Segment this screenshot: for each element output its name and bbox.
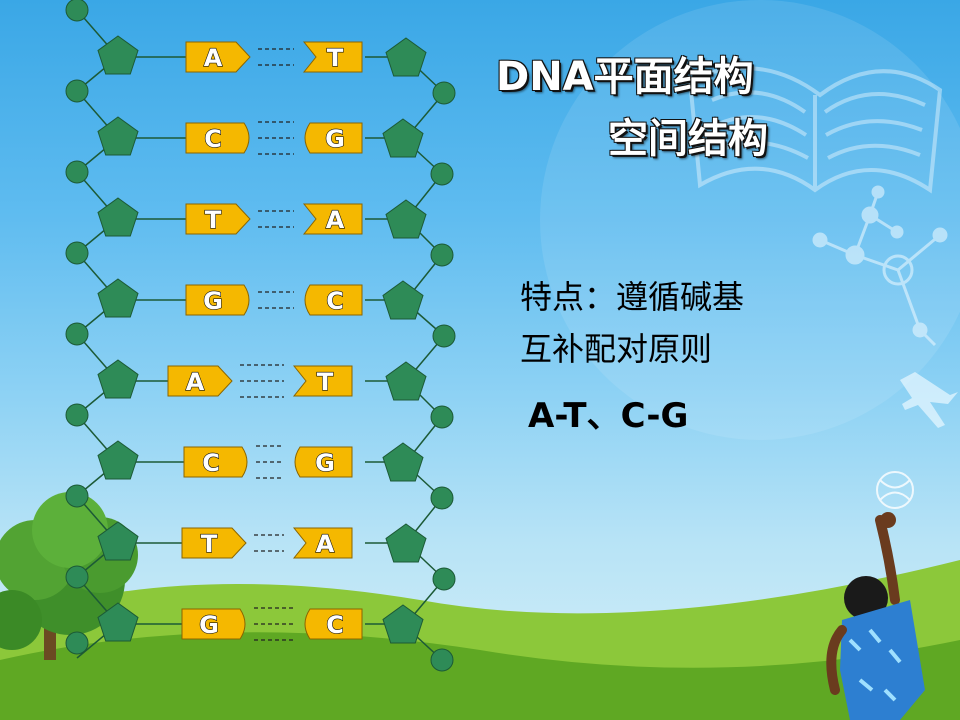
- feature-line-1: 特点：遵循碱基: [520, 278, 745, 316]
- sugar-pentagon: [382, 118, 424, 158]
- base-right: [304, 122, 363, 154]
- sugar-pentagon: [382, 280, 424, 320]
- sugar-pentagon: [97, 521, 139, 561]
- airplane-icon: [900, 372, 958, 428]
- phosphate-circle: [65, 322, 89, 346]
- base-left-label: C: [204, 125, 222, 153]
- sugar-pentagon: [97, 440, 139, 480]
- phosphate-circle: [432, 81, 456, 105]
- phosphate-circle: [432, 324, 456, 348]
- phosphate-circle: [65, 241, 89, 265]
- base-right-label: T: [317, 368, 334, 396]
- sugar-pentagon: [97, 197, 139, 237]
- base-right-label: A: [316, 530, 335, 558]
- base-left-label: A: [204, 44, 223, 72]
- base-right: [304, 608, 363, 640]
- base-right: [294, 446, 353, 478]
- sugar-pentagon: [97, 602, 139, 642]
- base-right-label: C: [326, 611, 344, 639]
- base-pairs-text: A-T、C-G: [528, 396, 689, 436]
- sugar-pentagon: [385, 361, 427, 401]
- base-right: [302, 41, 363, 73]
- base-left: [185, 41, 251, 73]
- base-left: [167, 365, 233, 397]
- base-left: [185, 284, 250, 316]
- tree-icon: [0, 492, 138, 660]
- phosphate-circle: [430, 162, 454, 186]
- base-right: [292, 527, 353, 559]
- sugar-pentagon: [382, 442, 424, 482]
- page-title: DNA平面结构: [496, 54, 754, 100]
- child-figure-icon: [826, 512, 925, 720]
- phosphate-circle: [65, 79, 89, 103]
- sugar-pentagon: [385, 523, 427, 563]
- base-left-label: G: [203, 287, 223, 315]
- phosphate-circle: [65, 631, 89, 655]
- sugar-pentagon: [97, 278, 139, 318]
- base-left: [185, 122, 250, 154]
- phosphate-circle: [65, 0, 89, 22]
- base-left-label: T: [201, 530, 218, 558]
- base-right: [302, 203, 363, 235]
- ball-icon: [876, 471, 914, 509]
- phosphate-circle: [432, 567, 456, 591]
- base-left: [183, 446, 248, 478]
- base-left-label: G: [199, 611, 219, 639]
- phosphate-circle: [65, 565, 89, 589]
- hill-front: [0, 632, 960, 720]
- phosphate-circle: [65, 484, 89, 508]
- base-left-label: T: [205, 206, 222, 234]
- base-right-label: G: [325, 125, 345, 153]
- sugar-pentagon: [382, 604, 424, 644]
- phosphate-circle: [430, 486, 454, 510]
- base-right-label: T: [327, 44, 344, 72]
- sugar-pentagon: [97, 35, 139, 75]
- glow: [540, 0, 960, 440]
- phosphate-circle: [65, 403, 89, 427]
- feature-line-2: 互补配对原则: [520, 330, 713, 368]
- phosphate-circle: [430, 243, 454, 267]
- phosphate-circle: [430, 405, 454, 429]
- base-right: [304, 284, 363, 316]
- base-right-label: A: [326, 206, 345, 234]
- phosphate-circle: [65, 160, 89, 184]
- base-right-label: C: [326, 287, 344, 315]
- sugar-pentagon: [97, 359, 139, 399]
- sugar-pentagon: [385, 37, 427, 77]
- book-icon: [687, 66, 943, 194]
- base-left-label: C: [202, 449, 220, 477]
- sugar-pentagon: [97, 116, 139, 156]
- base-left-label: A: [186, 368, 205, 396]
- base-right-label: G: [315, 449, 335, 477]
- base-left: [181, 608, 246, 640]
- sugar-pentagon: [385, 199, 427, 239]
- phosphate-circle: [430, 648, 454, 672]
- page-subtitle: 空间结构: [608, 116, 768, 162]
- molecule-icon: [812, 185, 948, 347]
- base-left: [185, 203, 251, 235]
- base-left: [181, 527, 247, 559]
- base-right: [292, 365, 353, 397]
